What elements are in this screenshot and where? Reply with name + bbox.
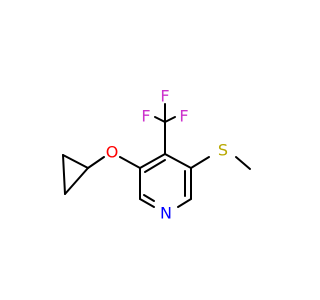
atom-nitrogen: N [160, 204, 172, 223]
bond-c3-o [119, 156, 141, 169]
bond-cp-b [62, 154, 66, 195]
bond-cf3-f-left [154, 116, 166, 123]
atom-fluorine-right: F [179, 107, 188, 126]
bond-n1-c2 [139, 198, 155, 208]
bond-n1-c2-inner [143, 194, 155, 202]
bond-cf3-f-right [164, 116, 176, 123]
bond-cp-a [62, 154, 89, 169]
bond-s-ch3 [235, 156, 251, 170]
bond-c4-c5 [164, 153, 192, 169]
atom-fluorine-top: F [160, 87, 169, 106]
atom-labels: F F F O S N [106, 87, 228, 223]
atom-oxygen: O [106, 143, 119, 162]
bond-c3-c4 [139, 153, 166, 169]
bond-c5-s [190, 156, 210, 169]
bond-c6-n1 [177, 198, 192, 208]
bond-cp-c [64, 167, 89, 195]
atom-sulfur: S [218, 141, 228, 160]
bonds [62, 103, 251, 208]
molecule-structure: F F F O S N [62, 87, 251, 223]
bond-c3-c4-inner [144, 159, 166, 173]
atom-fluorine-left: F [141, 107, 150, 126]
bond-o-cp [87, 156, 105, 169]
